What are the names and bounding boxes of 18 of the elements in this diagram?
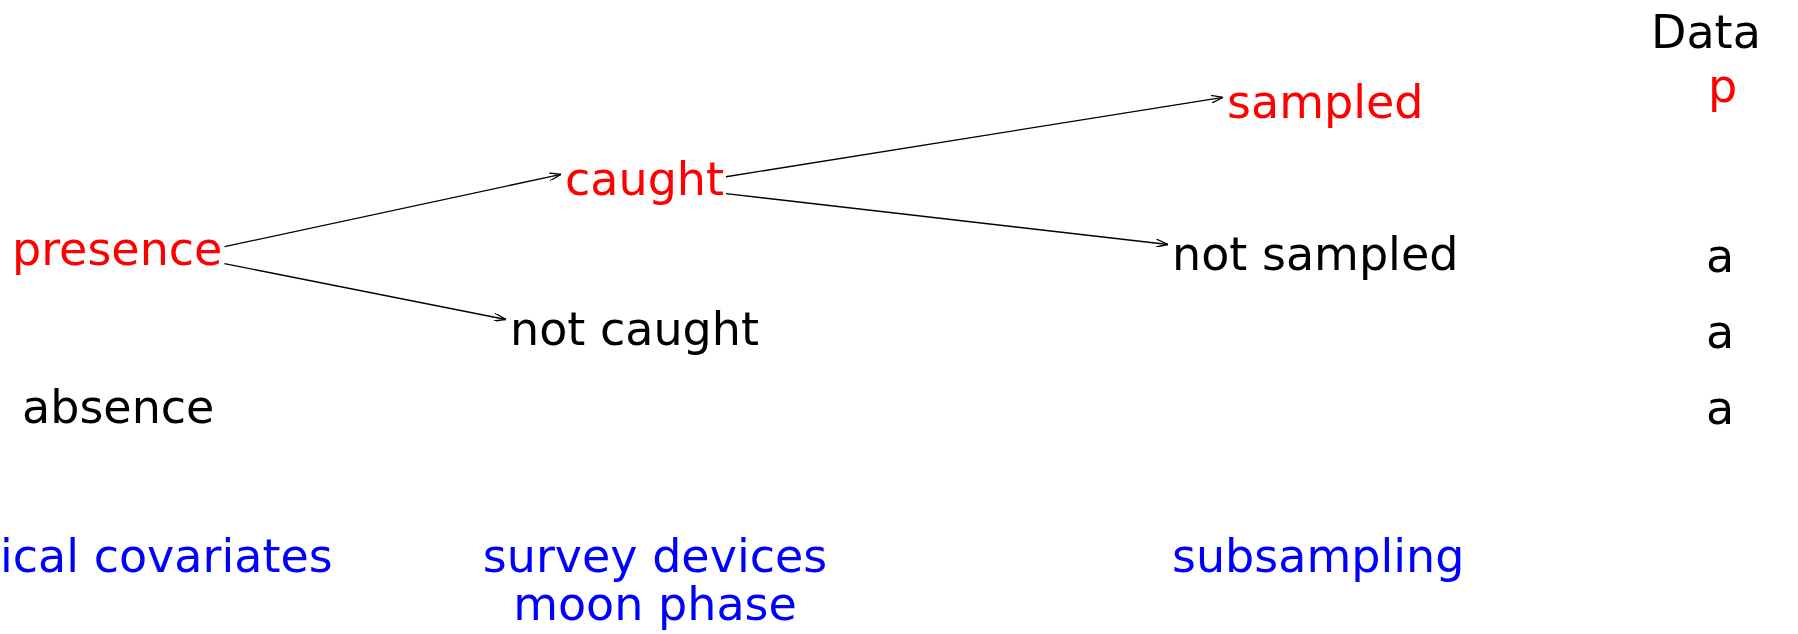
column-heading: Data <box>1651 8 1761 57</box>
node-label: sampled <box>1227 78 1424 127</box>
arrow <box>725 193 1169 248</box>
node-label: not sampled <box>1172 230 1459 279</box>
arrow <box>223 263 507 322</box>
arrow <box>223 172 562 248</box>
node-label: absence <box>22 383 215 432</box>
node-label: caught <box>565 155 725 204</box>
node-label: presence <box>12 225 223 274</box>
category-label: ical covariates <box>0 532 333 581</box>
data-value: a <box>1706 308 1735 357</box>
category-label: survey devices moon phase <box>481 532 829 629</box>
node-label: not caught <box>510 305 759 354</box>
data-value: p <box>1708 62 1738 111</box>
arrow <box>725 94 1224 178</box>
data-value: a <box>1706 384 1735 433</box>
category-label: subsampling <box>1172 532 1465 581</box>
data-value: a <box>1706 232 1735 281</box>
